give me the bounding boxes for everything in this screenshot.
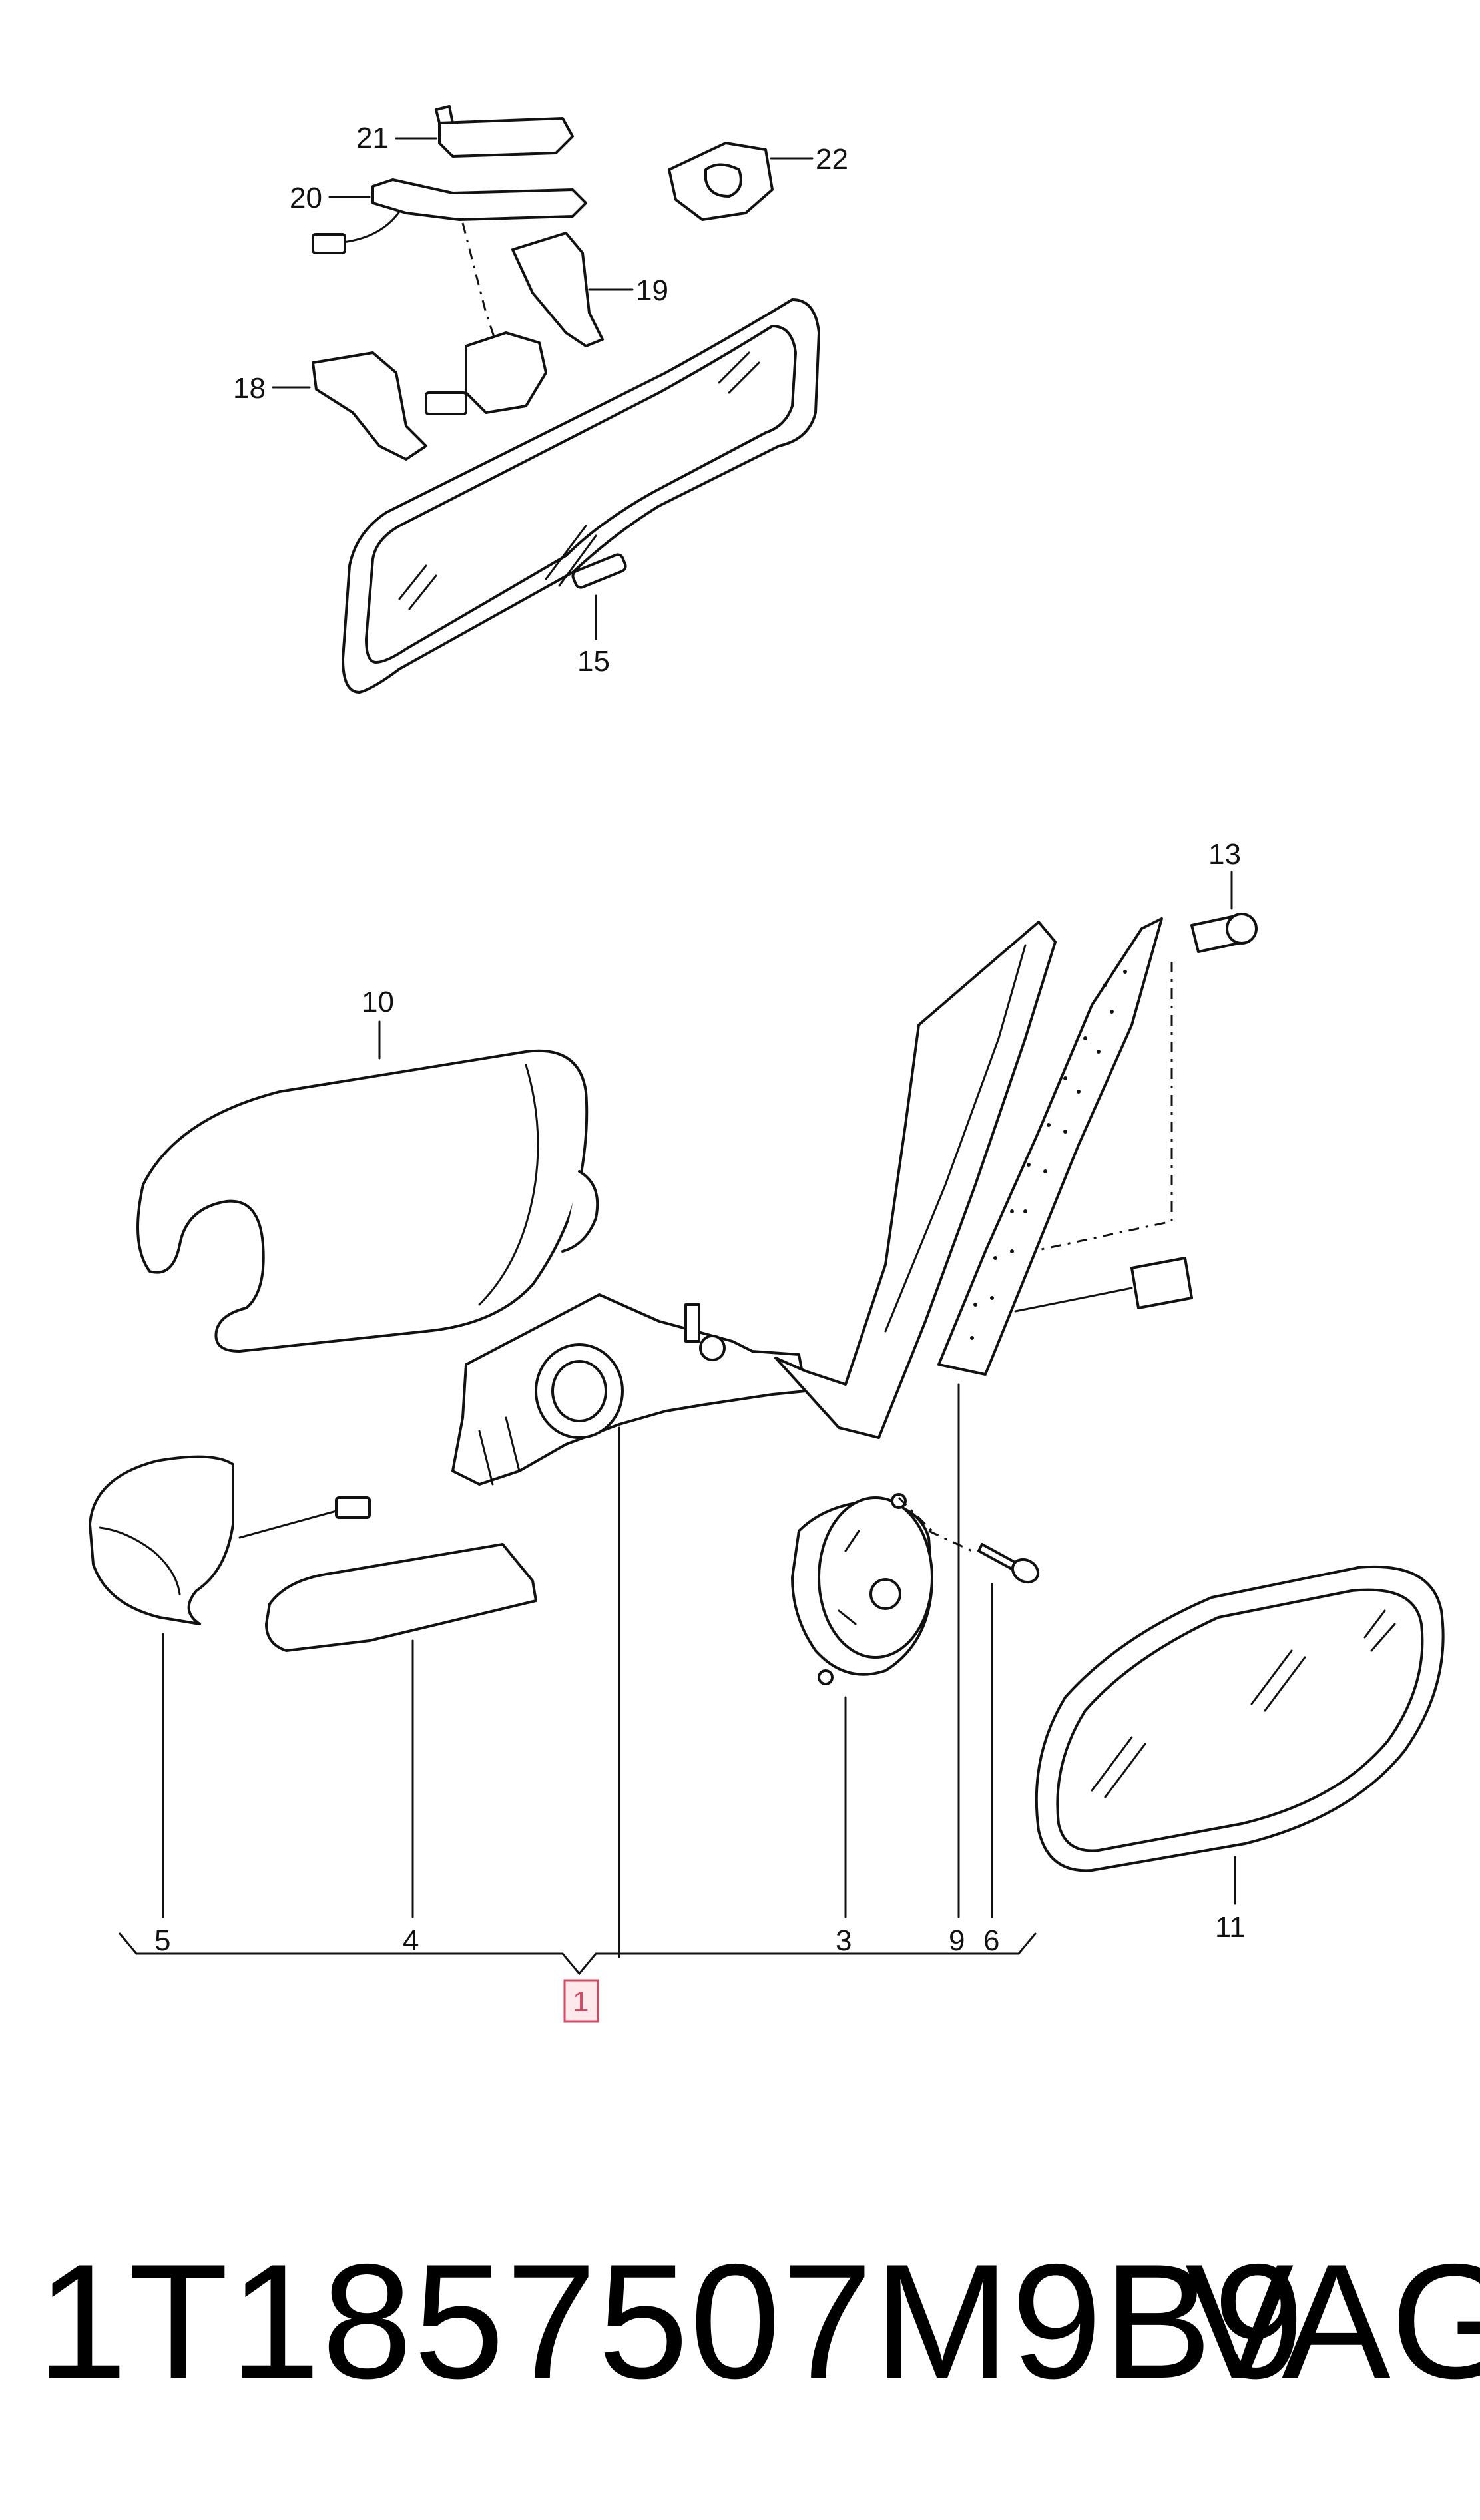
part-10-shape	[136, 1049, 589, 1353]
label-22: 22	[816, 143, 848, 176]
interior-mirror-group: 21 22 20 19 18 15	[233, 105, 848, 694]
part-18-shape	[312, 351, 427, 461]
mirror-base-shape	[451, 1293, 807, 1486]
label-10: 10	[362, 986, 394, 1018]
exterior-mirror-group: 10 5 4 13	[89, 838, 1445, 2023]
brand-name: VAG	[1185, 2230, 1480, 2412]
label-6: 6	[983, 1924, 999, 1957]
label-11: 11	[1215, 1911, 1246, 1944]
part-21-shape	[435, 105, 574, 158]
label-4: 4	[403, 1924, 419, 1957]
part-20-shape	[371, 178, 587, 221]
label-13: 13	[1208, 838, 1241, 871]
part-4-shape	[265, 1543, 537, 1652]
label-15: 15	[577, 645, 610, 678]
label-20: 20	[290, 182, 322, 214]
part-5-shape	[89, 1455, 234, 1625]
assembly-brace	[119, 1932, 1037, 1976]
part-number: 1T1857507M9B9	[37, 2230, 1306, 2412]
carrier-plate-shape	[774, 921, 1057, 1439]
label-3: 3	[836, 1924, 852, 1957]
part-22-shape	[668, 142, 774, 221]
part-9-shape	[937, 917, 1163, 1376]
label-5: 5	[154, 1924, 170, 1957]
part-19-shape	[511, 232, 604, 347]
label-19: 19	[636, 274, 668, 307]
label-21: 21	[356, 122, 389, 154]
label-1-box	[563, 1979, 599, 2023]
label-9: 9	[949, 1924, 965, 1957]
label-18: 18	[233, 372, 266, 405]
label-1: 1	[573, 1986, 589, 2018]
